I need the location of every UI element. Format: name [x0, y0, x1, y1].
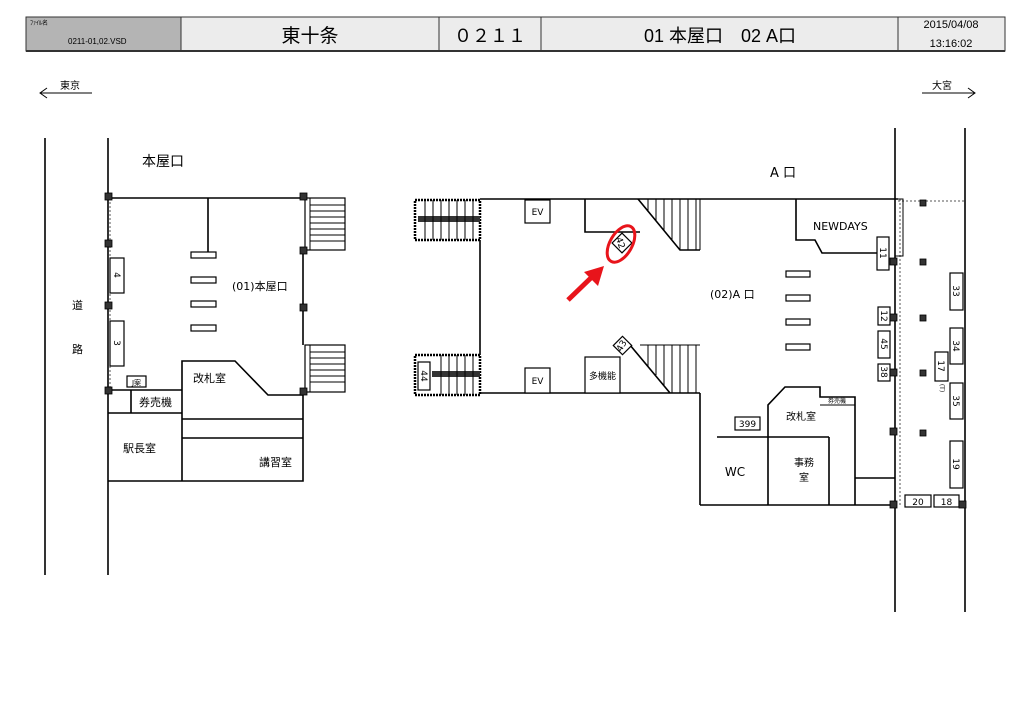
date: 2015/04/08	[923, 19, 978, 31]
file-label: ﾌｧｲﾙ名	[30, 19, 48, 27]
elevator-lower: EV	[532, 377, 545, 387]
office-label-2: 室	[799, 471, 809, 484]
ad-box-42-label: 42	[613, 236, 626, 250]
file-name: 0211-01,02.VSD	[68, 37, 127, 46]
highlight-arrow	[566, 266, 604, 302]
stairs-lower-west: 44	[413, 353, 482, 397]
ad-box-33: 33	[950, 285, 960, 296]
ad-box-34: 34	[950, 340, 960, 352]
ad-box-45: 45	[878, 338, 888, 349]
ad-box-19: 19	[950, 458, 960, 470]
entrance-names: 01 本屋口 02 A口	[644, 26, 796, 46]
right-gate-label: (02)A 口	[710, 288, 755, 301]
lecture-room: 講習室	[259, 455, 292, 469]
stairs-upper-west	[413, 198, 482, 242]
direction-right-label: 大宮	[932, 79, 952, 92]
ticket-office-left: 改札室	[193, 371, 226, 385]
elevator-upper: EV	[532, 208, 545, 218]
header-bar: ﾌｧｲﾙ名 0211-01,02.VSD 東十条 ０２１１ 01 本屋口 02 …	[25, 16, 1006, 52]
office-label-1: 事務	[794, 456, 814, 469]
ad-box-3: 3	[111, 340, 121, 346]
road-label-2: 路	[72, 343, 83, 356]
ad-box-43: 43	[612, 335, 633, 356]
road-label-1: 道	[72, 298, 83, 312]
stairs-lower-left	[304, 344, 346, 393]
direction-left-label: 東京	[60, 79, 80, 92]
ad-box-399: 399	[739, 420, 756, 430]
ad-box-17: 17	[935, 360, 945, 371]
stairs-upper-east	[637, 198, 701, 251]
pillars-right	[889, 199, 967, 509]
ticket-machine-right: 券売機	[828, 397, 846, 405]
ticket-office-right: 改札室	[786, 410, 816, 423]
time: 13:16:02	[930, 38, 973, 50]
left-plan-title: 本屋口	[142, 154, 184, 170]
pillars-left	[104, 192, 308, 396]
ticket-machine-left: 券売機	[139, 395, 172, 409]
ad-box-42: 42	[611, 232, 633, 254]
wc: WC	[725, 465, 745, 479]
ad-box-4: 4	[111, 272, 121, 278]
stairs-lower-east	[629, 344, 700, 394]
note-t: (T)	[938, 384, 945, 392]
station-name: 東十条	[281, 25, 338, 47]
stairs-upper-left	[304, 197, 346, 251]
newdays-shop: NEWDAYS	[813, 220, 868, 233]
sign-j-an: J案	[131, 378, 141, 387]
direction-left: 東京	[39, 79, 92, 99]
station-code: ０２１１	[454, 26, 526, 46]
ad-box-35: 35	[950, 395, 960, 406]
ad-box-44: 44	[418, 370, 428, 382]
ad-box-11: 11	[877, 247, 887, 258]
ad-box-20: 20	[912, 498, 924, 508]
ad-box-43-label: 43	[615, 339, 629, 354]
center-plan: 44 EV EV 多機能 42	[413, 198, 898, 397]
ad-box-18: 18	[941, 498, 953, 508]
left-gate-label: (01)本屋口	[232, 279, 288, 293]
multipurpose-toilet: 多機能	[589, 370, 616, 382]
right-plan: 券売機 改札室 WC 事務 室 399 11 12 45 38 33 34 17…	[699, 128, 967, 612]
right-plan-title: A 口	[770, 166, 796, 181]
ad-box-12: 12	[878, 310, 888, 321]
direction-right: 大宮	[922, 79, 976, 99]
station-master-room: 駅長室	[123, 441, 156, 455]
left-plan: J案 4 3 本屋口 (01)本屋口 道 路 改札室 券売機 駅長室 講習室	[44, 138, 346, 575]
highlight-circle	[605, 224, 637, 264]
ad-box-38: 38	[878, 366, 888, 378]
